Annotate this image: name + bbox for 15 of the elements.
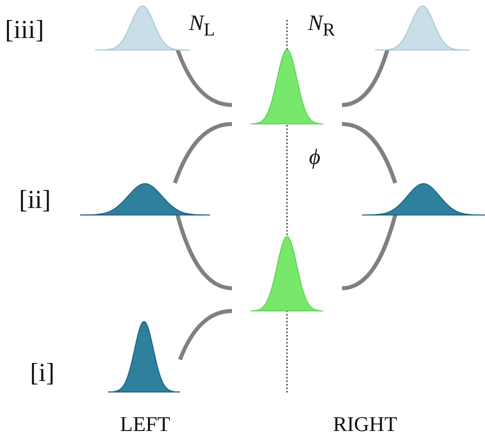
text-label: [ii] — [19, 187, 51, 213]
connector-line — [342, 214, 398, 290]
connector-line — [342, 49, 390, 107]
connector-line — [176, 49, 232, 107]
text-label: RIGHT — [333, 414, 398, 435]
text-label: LEFT — [120, 414, 170, 435]
connector-line — [342, 122, 398, 184]
text-label: N$_{L}$ — [189, 12, 215, 39]
connector-line — [178, 309, 232, 360]
text-label: [i] — [30, 360, 55, 386]
connector-line — [173, 122, 232, 184]
text-label: [iii] — [5, 17, 44, 43]
connector-line — [176, 214, 232, 290]
text-label: ϕ — [309, 146, 320, 168]
text-label: N$_{R}$ — [308, 12, 335, 39]
